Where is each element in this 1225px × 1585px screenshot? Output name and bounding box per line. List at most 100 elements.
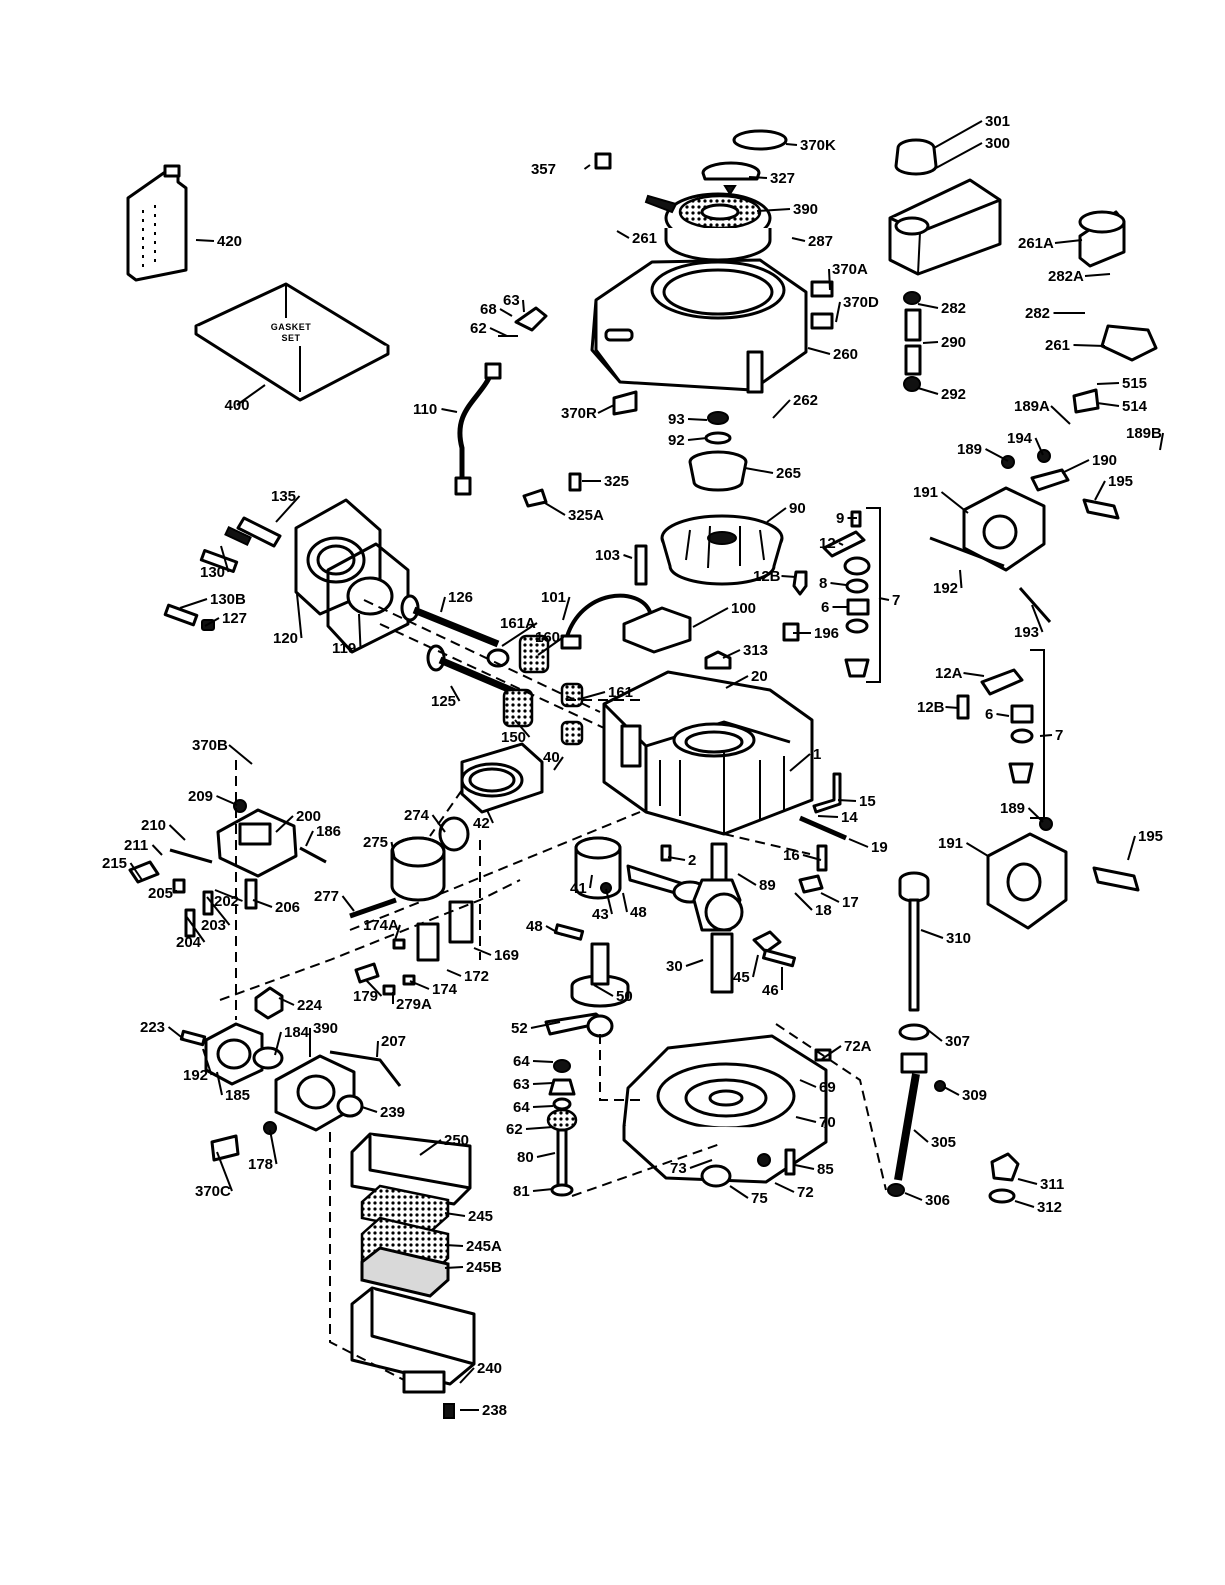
callout-135: 135 [271,488,301,523]
callout-label: 48 [526,918,543,935]
callout-307: 307 [927,1029,970,1050]
callout-label: 245 [468,1208,493,1225]
callout-leader-line [446,969,462,977]
callout-leader-line [532,1060,554,1063]
callout-label: 126 [448,589,473,606]
callout-leader-line [737,873,757,886]
callout-30: 30 [666,958,704,975]
callout-leader-line [1159,432,1164,451]
flywheel-cup-drawing [688,411,748,492]
callout-label: 390 [793,201,818,218]
callout-leader-line [605,888,613,915]
callout-leader-line [667,856,686,861]
callout-label: 50 [616,988,633,1005]
callout-label: 169 [494,947,519,964]
callout-514: 514 [1096,398,1148,415]
callout-leader-line [202,1048,213,1076]
callout-leader-line [830,582,847,586]
callout-370r: 370R [561,404,615,422]
callout-189: 189 [1000,800,1044,823]
callout-leader-line [1034,437,1044,456]
callout-leader-line [922,341,939,344]
callout-184: 184 [274,1024,310,1056]
callout-leader-line [204,617,220,627]
throttle-bracket-lower-drawing [986,817,1140,930]
callout-190: 190 [1061,452,1117,474]
valves-drawing [400,594,522,698]
callout-label: 370R [561,405,597,422]
callout-6: 6 [985,706,1010,723]
callout-label: 130B [210,591,246,608]
callout-62: 62 [470,320,508,337]
callout-leader-line [1127,835,1136,861]
callout-160: 160 [535,629,565,656]
callout-leader-line [878,597,890,601]
callout-label: 209 [188,788,213,805]
callout-leader-line [532,1082,554,1085]
callout-leader-line [828,268,831,291]
callout-label: 85 [817,1161,834,1178]
callout-label: 62 [470,320,487,337]
callout-label: 101 [541,589,566,606]
callout-390: 390 [309,1020,338,1057]
callout-leader-line [393,924,401,944]
callout-370a: 370A [828,261,868,291]
callout-40: 40 [543,749,564,771]
callout-leader-line [799,1079,817,1088]
callout-label: 290 [941,334,966,351]
callout-label: 178 [248,1156,273,1173]
callout-312: 312 [1014,1199,1062,1216]
callout-192: 192 [183,1048,213,1084]
callout-leader-line [794,1164,815,1170]
callout-label: 72 [797,1184,814,1201]
callout-leader-line [579,691,606,700]
callout-label: 357 [531,161,556,178]
callout-label: 191 [913,484,938,501]
callout-leader-line [216,1071,223,1096]
callout-label: 90 [789,500,806,517]
callout-leader-line [996,713,1010,717]
callout-label: 245A [466,1238,502,1255]
callout-leader-line [689,1159,713,1169]
callout-label: 207 [381,1033,406,1050]
callout-110: 110 [413,401,458,418]
gasket-set-label-line1: GASKET [271,322,312,332]
callout-leader-line [795,1116,817,1123]
callout-leader-line [963,672,985,677]
recoil-starter-drawing [594,129,788,262]
callout-label: 194 [1007,430,1033,447]
camshaft-drawing [544,923,630,1038]
callout-370k: 370K [785,137,836,154]
callout-245: 245 [444,1208,493,1225]
alignment-dashed-lines [219,599,887,1381]
callout-leader-line [1073,344,1106,347]
callout-label: 110 [413,401,437,418]
callout-label: 327 [770,170,795,187]
callout-191: 191 [913,484,969,514]
callout-label: 73 [670,1160,687,1177]
callout-239: 239 [361,1104,405,1121]
callout-label: 306 [925,1192,950,1209]
callout-label: 185 [225,1087,250,1104]
callout-leader-line [1031,604,1044,633]
callout-leader-line [441,408,458,413]
callout-leader-line [206,896,231,926]
callout-label: 103 [595,547,620,564]
callout-282: 282 [917,300,966,317]
callout-label: 514 [1122,398,1148,415]
callout-41: 41 [570,874,593,897]
callout-leader-line [1096,402,1120,407]
callout-label: 174A [363,917,399,934]
callout-label: 277 [314,888,339,905]
callout-93: 93 [668,411,708,428]
callout-label: 325 [604,473,629,490]
callout-leader-line [501,622,538,647]
callout-leader-line [185,915,206,943]
callout-leader-line [729,1185,749,1199]
callout-203: 203 [201,896,231,934]
callout-leader-line [499,308,513,317]
callout-200: 200 [275,808,321,833]
callout-189b: 189B [1126,425,1164,451]
callout-leader-line [419,1139,442,1156]
callout-64: 64 [513,1053,554,1070]
